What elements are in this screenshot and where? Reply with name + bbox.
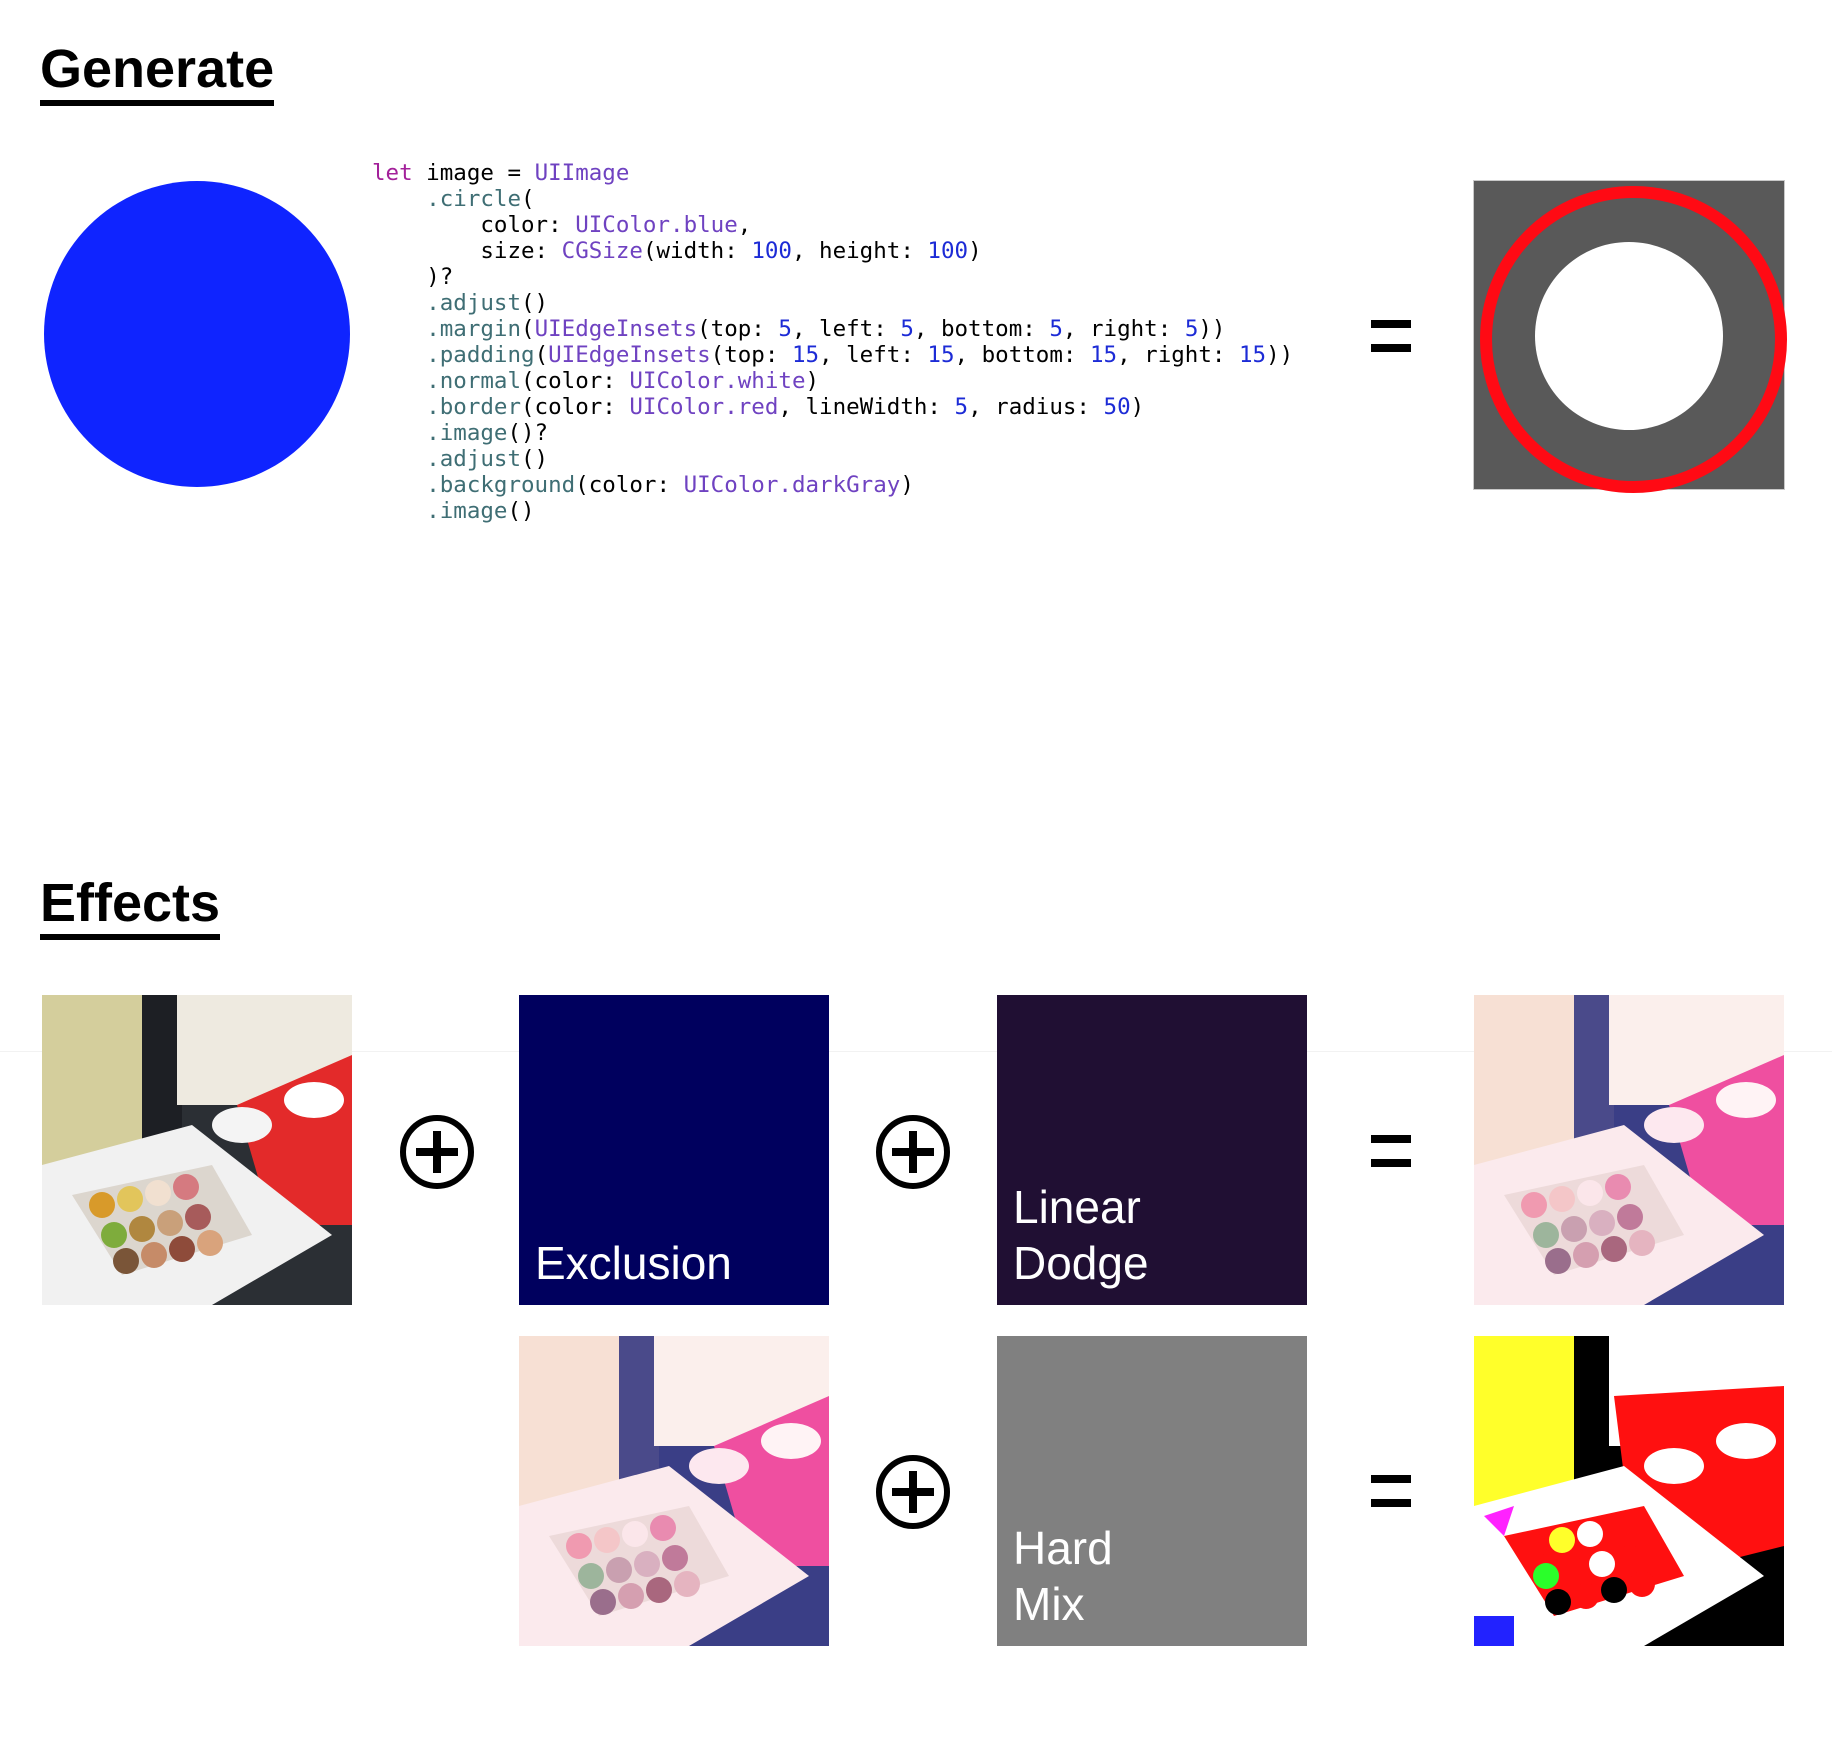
code-margin-bottom: 5 — [1049, 316, 1063, 342]
code-circle: .circle — [426, 186, 522, 212]
code-padding-type: UIEdgeInsets — [548, 342, 711, 368]
equals-icon — [1371, 320, 1411, 352]
code-normal-color: UIColor.white — [629, 368, 806, 394]
blend-tile-linear-dodge: Linear Dodge — [997, 995, 1307, 1305]
code-lbl: top: — [724, 342, 792, 368]
code-type-uiimage: UIImage — [534, 160, 630, 186]
code-snippet: let image = UIImage .circle( color: UICo… — [372, 160, 1294, 524]
code-h-label: , height: — [791, 238, 928, 264]
equals-icon — [1371, 1135, 1411, 1167]
code-w-label: (width: — [642, 238, 752, 264]
divider — [0, 1051, 1832, 1052]
effects-heading: Effects — [40, 876, 221, 940]
code-border: .border — [426, 394, 522, 420]
source-photo — [42, 995, 352, 1305]
code-border-color: UIColor.red — [629, 394, 779, 420]
code-margin-right: 5 — [1184, 316, 1199, 342]
equals-icon — [1371, 1475, 1411, 1507]
source-photo-row2 — [519, 1336, 829, 1646]
code-optional-close: )? — [426, 264, 454, 290]
result-photo-row1 — [1474, 995, 1784, 1305]
code-normal: .normal — [426, 368, 522, 394]
code-padding-left: 15 — [927, 342, 955, 368]
code-margin-type: UIEdgeInsets — [534, 316, 698, 342]
code-lbl: , radius: — [968, 394, 1104, 420]
code-lbl: , right: — [1117, 342, 1239, 368]
code-adjust-2: .adjust — [426, 446, 522, 472]
blue-circle-source — [44, 181, 350, 487]
code-padding: .padding — [426, 342, 535, 368]
blend-tile-hard-mix: Hard Mix — [997, 1336, 1307, 1646]
code-border-linewidth: 5 — [954, 394, 969, 420]
code-h: 100 — [927, 238, 969, 264]
code-lbl: , bottom: — [913, 316, 1050, 342]
code-border-radius: 50 — [1103, 394, 1131, 420]
code-image-1: .image — [426, 420, 508, 446]
code-lbl: , right: — [1062, 316, 1185, 342]
result-photo-row2 — [1474, 1336, 1784, 1646]
code-lbl: (color: — [521, 368, 630, 394]
code-size-type: CGSize — [561, 238, 643, 264]
code-margin-top: 5 — [778, 316, 792, 342]
blend-label-linear-dodge: Linear Dodge — [1013, 1181, 1149, 1289]
code-w: 100 — [751, 238, 792, 264]
code-let-rest: image = — [412, 160, 535, 186]
code-color-value: UIColor.blue — [575, 212, 738, 238]
code-lbl: (color: — [575, 472, 684, 498]
code-lbl: , bottom: — [954, 342, 1090, 368]
code-margin: .margin — [426, 316, 522, 342]
code-color-param: color: — [480, 212, 576, 238]
code-lbl: , left: — [791, 316, 901, 342]
code-lbl: top: — [710, 316, 779, 342]
code-image-2: .image — [426, 498, 508, 524]
plus-icon — [876, 1455, 950, 1529]
blend-label-exclusion: Exclusion — [535, 1237, 732, 1289]
code-background-color: UIColor.darkGray — [683, 472, 901, 498]
code-padding-right: 15 — [1239, 342, 1267, 368]
code-size-param: size: — [480, 238, 562, 264]
blend-tile-exclusion: Exclusion — [519, 995, 829, 1305]
code-background: .background — [426, 472, 576, 498]
code-lbl: , lineWidth: — [778, 394, 955, 420]
code-kw-let: let — [372, 160, 413, 186]
white-circle — [1535, 242, 1723, 430]
blend-label-hard-mix: Hard Mix — [1013, 1522, 1113, 1630]
code-padding-top: 15 — [791, 342, 820, 368]
code-adjust-1: .adjust — [426, 290, 522, 316]
code-lbl: (color: — [521, 394, 630, 420]
code-margin-left: 5 — [900, 316, 914, 342]
result-preview — [1473, 180, 1787, 493]
plus-icon — [400, 1115, 474, 1189]
generate-heading: Generate — [40, 42, 275, 106]
code-padding-bottom: 15 — [1089, 342, 1118, 368]
code-lbl: , left: — [819, 342, 928, 368]
plus-icon — [876, 1115, 950, 1189]
